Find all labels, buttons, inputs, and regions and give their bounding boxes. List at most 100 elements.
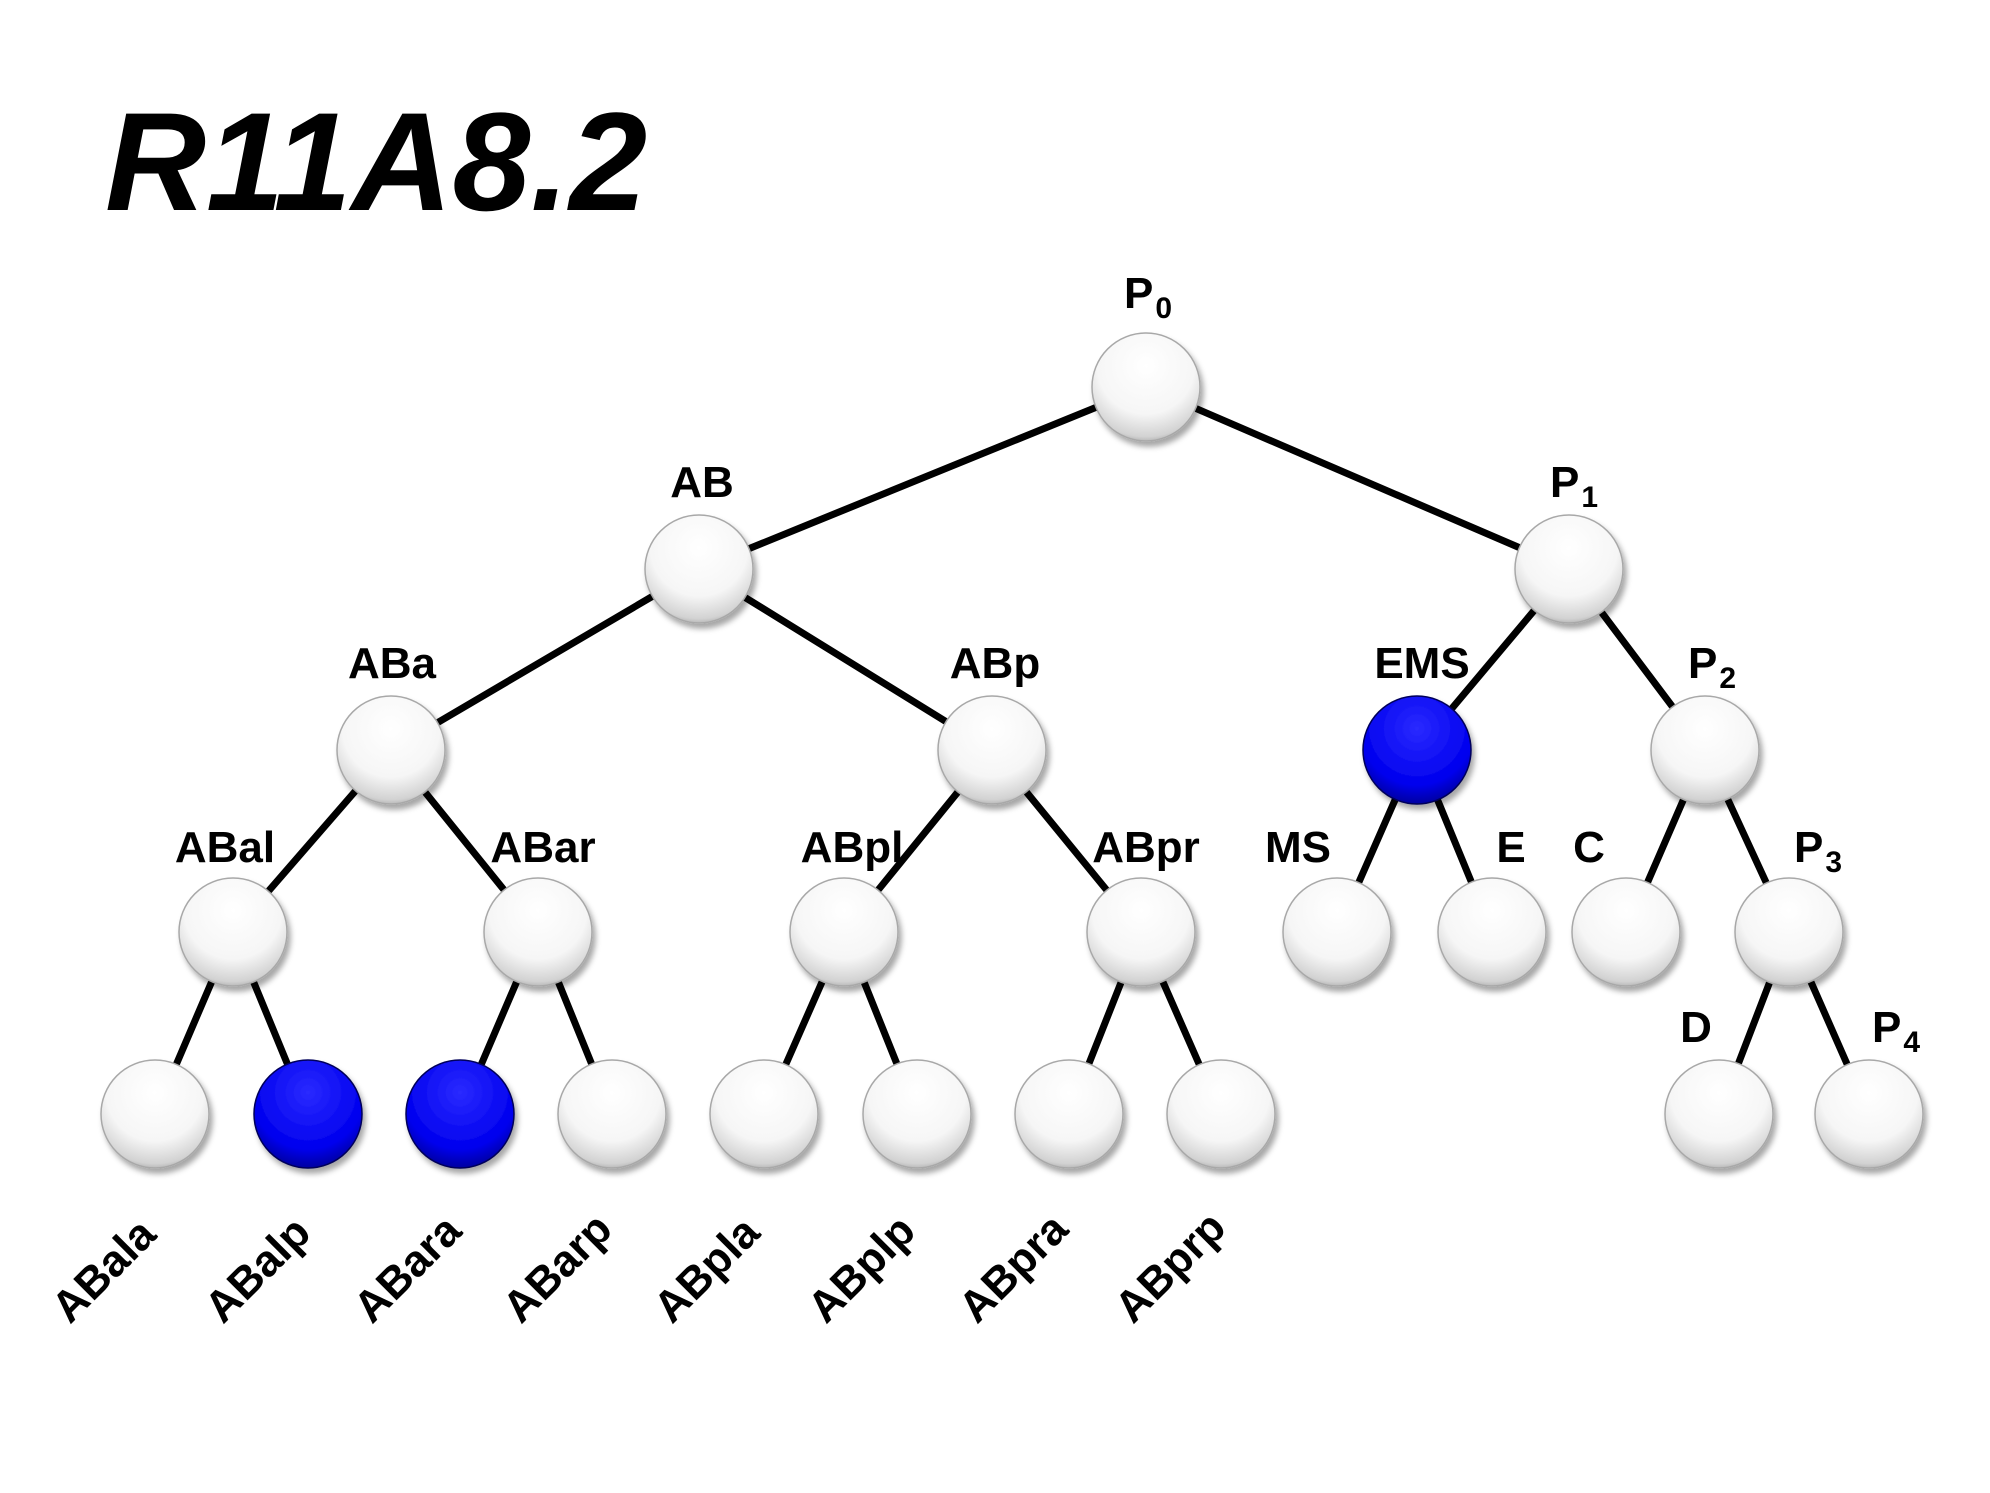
edge-ABar-ABara <box>478 972 523 1067</box>
edge-P0-AB <box>746 401 1106 552</box>
edge-ABa-ABal <box>265 782 364 894</box>
node-C <box>1571 877 1681 987</box>
label-text: C <box>1573 823 1605 872</box>
label-text: ABarp <box>493 1204 621 1332</box>
node-ABpl <box>789 877 899 987</box>
label-ABpra: ABpra <box>949 1204 1077 1332</box>
label-P3: P3 <box>1794 823 1842 879</box>
edge-ABpl-ABplp <box>858 973 901 1067</box>
node-D <box>1664 1059 1774 1169</box>
edge-ABp-ABpl <box>875 783 966 893</box>
node-ABarp <box>557 1059 667 1169</box>
label-ABplp: ABplp <box>798 1206 924 1332</box>
edge-P2-C <box>1644 790 1690 886</box>
edge-ABal-ABalp <box>247 972 291 1067</box>
diagram-title: R11A8.2 <box>105 83 647 240</box>
label-ABal: ABal <box>175 823 275 872</box>
label-subscript: 3 <box>1825 846 1842 879</box>
label-text: EMS <box>1374 639 1469 688</box>
node-P1 <box>1514 514 1624 624</box>
node-MS <box>1282 877 1392 987</box>
edge-P3-P4 <box>1804 972 1851 1068</box>
label-text: MS <box>1265 823 1331 872</box>
label-ABa: ABa <box>348 639 437 688</box>
node-ABplp <box>862 1059 972 1169</box>
node-ABara <box>405 1059 515 1169</box>
edge-P1-P2 <box>1594 603 1676 710</box>
edge-ABp-ABpr <box>1018 783 1110 893</box>
label-P1: P1 <box>1550 458 1598 514</box>
edge-ABar-ABarp <box>552 972 595 1067</box>
label-text: ABara <box>344 1205 471 1332</box>
label-P4: P4 <box>1872 1003 1920 1059</box>
edge-ABpr-ABprp <box>1156 972 1203 1068</box>
label-D: D <box>1680 1003 1712 1052</box>
node-ABprp <box>1166 1059 1276 1169</box>
label-P0: P0 <box>1124 269 1172 325</box>
label-text: ABprp <box>1105 1202 1235 1332</box>
node-ABa <box>336 695 446 805</box>
node-ABpra <box>1014 1059 1124 1169</box>
node-ABalp <box>253 1059 363 1169</box>
label-text: ABa <box>348 639 437 688</box>
label-ABalp: ABalp <box>195 1208 320 1333</box>
label-subscript: 1 <box>1581 481 1598 514</box>
label-ABp: ABp <box>950 639 1040 688</box>
label-ABara: ABara <box>344 1205 471 1332</box>
label-ABala: ABala <box>42 1209 165 1332</box>
label-text: P <box>1124 269 1153 318</box>
label-ABarp: ABarp <box>493 1204 621 1332</box>
label-text: E <box>1496 823 1525 872</box>
edge-group <box>173 401 1851 1068</box>
node-AB <box>644 514 754 624</box>
label-text: AB <box>670 458 734 507</box>
node-P3 <box>1734 877 1844 987</box>
edge-P2-P3 <box>1721 790 1770 886</box>
label-text: ABplp <box>798 1206 924 1332</box>
label-ABprp: ABprp <box>1105 1202 1235 1332</box>
label-EMS: EMS <box>1374 639 1469 688</box>
node-ABal <box>178 877 288 987</box>
label-C: C <box>1573 823 1605 872</box>
label-P2: P2 <box>1688 639 1736 695</box>
label-subscript: 0 <box>1155 292 1172 325</box>
label-text: P <box>1872 1003 1901 1052</box>
node-ABpla <box>709 1059 819 1169</box>
edge-AB-ABp <box>736 590 949 725</box>
label-text: P <box>1550 458 1579 507</box>
edge-ABal-ABala <box>173 972 218 1067</box>
label-text: ABalp <box>195 1208 320 1333</box>
label-text: ABpl <box>801 823 904 872</box>
node-P4 <box>1814 1059 1924 1169</box>
edge-ABa-ABar <box>417 783 507 893</box>
label-subscript: 2 <box>1719 662 1736 695</box>
edge-ABpr-ABpra <box>1085 973 1127 1067</box>
edge-P0-P1 <box>1186 402 1522 551</box>
label-text: ABal <box>175 823 275 872</box>
label-text: ABar <box>490 823 595 872</box>
label-MS: MS <box>1265 823 1331 872</box>
node-EMS <box>1362 695 1472 805</box>
node-P2 <box>1650 695 1760 805</box>
node-E <box>1437 877 1547 987</box>
label-text: ABpra <box>949 1204 1077 1332</box>
label-text: P <box>1794 823 1823 872</box>
node-ABpr <box>1086 877 1196 987</box>
label-text: D <box>1680 1003 1712 1052</box>
node-ABp <box>937 695 1047 805</box>
label-ABpla: ABpla <box>644 1207 769 1332</box>
edge-P3-D <box>1735 973 1776 1067</box>
label-E: E <box>1496 823 1525 872</box>
label-text: ABala <box>42 1209 165 1332</box>
label-text: P <box>1688 639 1717 688</box>
label-ABpr: ABpr <box>1092 823 1200 872</box>
label-text: ABpla <box>644 1207 769 1332</box>
node-P0 <box>1091 332 1201 442</box>
label-ABpl: ABpl <box>801 823 904 872</box>
edge-EMS-E <box>1431 790 1475 885</box>
label-ABar: ABar <box>490 823 595 872</box>
label-text: ABp <box>950 639 1040 688</box>
edge-EMS-MS <box>1355 790 1402 886</box>
